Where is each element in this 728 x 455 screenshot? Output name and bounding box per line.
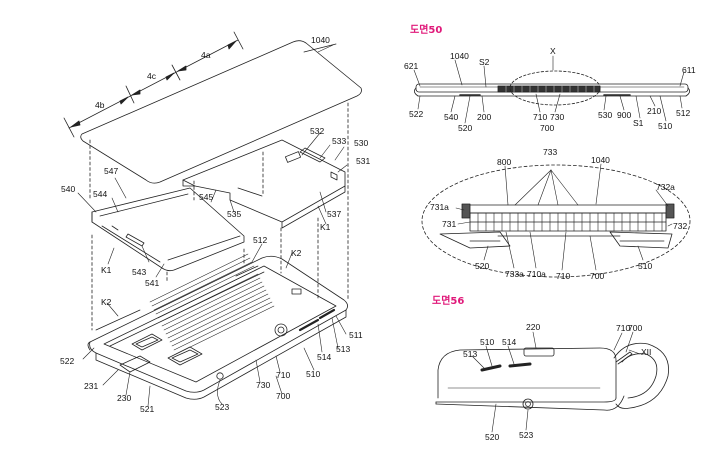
- fig50-label-522: 522: [409, 109, 424, 119]
- fig56-label-700: 700: [628, 323, 643, 333]
- ref-label-531: 531: [356, 156, 371, 166]
- detail-label-1040: 1040: [591, 155, 610, 165]
- leader-lines: [77, 44, 348, 407]
- fig50-cross-section: [413, 55, 690, 124]
- fig56-label-220: 220: [526, 322, 541, 332]
- detail-label-731: 731: [442, 219, 457, 229]
- ref-label-540: 540: [61, 184, 76, 194]
- fig50-label-x: X: [550, 46, 556, 56]
- figure-title-56: 도면56: [432, 296, 465, 307]
- ref-label-k1-right: K1: [320, 222, 331, 232]
- ref-label-k2-right: K2: [291, 248, 302, 258]
- fig56-label-514: 514: [502, 337, 517, 347]
- fig50-label-900: 900: [617, 110, 632, 120]
- ref-label-541: 541: [145, 278, 160, 288]
- detail-label-731a: 731a: [430, 202, 449, 212]
- fig50-label-512: 512: [676, 108, 691, 118]
- exploded-device-view: [63, 31, 362, 407]
- ref-label-523: 523: [215, 402, 230, 412]
- ref-label-4b: 4b: [95, 100, 105, 110]
- fig50-label-200: 200: [477, 112, 492, 122]
- detail-label-710: 710: [556, 271, 571, 281]
- ref-label-513: 513: [336, 344, 351, 354]
- detail-label-733a: 733a: [505, 269, 524, 279]
- dimension-lines: [63, 31, 244, 138]
- detail-label-800: 800: [497, 157, 512, 167]
- detail-label-732a: 732a: [656, 182, 675, 192]
- ref-label-1040: 1040: [311, 35, 330, 45]
- fig50-label-540: 540: [444, 112, 459, 122]
- fig50-label-710: 710: [533, 112, 548, 122]
- detail-label-710a: 710a: [527, 269, 546, 279]
- detail-label-733: 733: [543, 147, 558, 157]
- alignment-dashes: [89, 102, 349, 331]
- ref-label-511: 511: [349, 330, 363, 340]
- fig50-label-1040: 1040: [450, 51, 469, 61]
- ref-label-700: 700: [276, 391, 291, 401]
- ref-label-522: 522: [60, 356, 75, 366]
- ref-label-710: 710: [276, 370, 291, 380]
- detail-label-520: 520: [475, 261, 490, 271]
- ref-label-537: 537: [327, 209, 342, 219]
- fig56-side-view: [435, 331, 669, 433]
- figure-title-50: 도면50: [410, 25, 443, 36]
- fig56-label-xii: XII: [641, 347, 652, 357]
- ref-label-k1-left: K1: [101, 265, 112, 275]
- right-frame-530: [182, 139, 346, 229]
- detail-label-700: 700: [590, 271, 605, 281]
- fig50-label-s2: S2: [479, 57, 490, 67]
- ref-label-510: 510: [306, 369, 321, 379]
- heat-sink-fins: [149, 253, 275, 355]
- detail-label-732: 732: [673, 221, 688, 231]
- fig50-label-520: 520: [458, 123, 473, 133]
- fig50-label-621: 621: [404, 61, 419, 71]
- fig50-label-611: 611: [682, 65, 696, 75]
- display-panel-1040: [80, 40, 362, 184]
- fig56-label-510: 510: [480, 337, 495, 347]
- detail-label-510: 510: [638, 261, 653, 271]
- ref-label-535: 535: [227, 209, 242, 219]
- fig56-label-523: 523: [519, 430, 534, 440]
- fig56-label-520: 520: [485, 432, 500, 442]
- ref-label-4c: 4c: [147, 71, 156, 81]
- ref-label-231: 231: [84, 381, 99, 391]
- ref-label-532: 532: [310, 126, 325, 136]
- ref-label-521: 521: [140, 404, 155, 414]
- fig50-label-210: 210: [647, 106, 662, 116]
- ref-label-530: 530: [354, 138, 369, 148]
- ref-label-547: 547: [104, 166, 119, 176]
- fig56-label-710: 710: [616, 323, 631, 333]
- ref-label-544: 544: [93, 189, 108, 199]
- ref-label-4a: 4a: [201, 50, 211, 60]
- fig50-label-s1: S1: [633, 118, 644, 128]
- ref-label-543: 543: [132, 267, 147, 277]
- fig50-label-530: 530: [598, 110, 613, 120]
- fig50-label-510: 510: [658, 121, 673, 131]
- fig56-label-513: 513: [463, 349, 478, 359]
- fig50-label-730: 730: [550, 112, 565, 122]
- ref-label-k2-left: K2: [101, 297, 112, 307]
- ref-label-512: 512: [253, 235, 268, 245]
- fig50-label-700: 700: [540, 123, 555, 133]
- fig50-detail-x: [421, 163, 691, 278]
- ref-label-514: 514: [317, 352, 332, 362]
- left-frame-540: [91, 187, 245, 272]
- ref-label-230: 230: [117, 393, 132, 403]
- housing-body: [87, 253, 348, 400]
- ref-label-533: 533: [332, 136, 347, 146]
- ref-label-545: 545: [199, 192, 214, 202]
- connector-pins: [477, 212, 663, 232]
- ref-label-730: 730: [256, 380, 271, 390]
